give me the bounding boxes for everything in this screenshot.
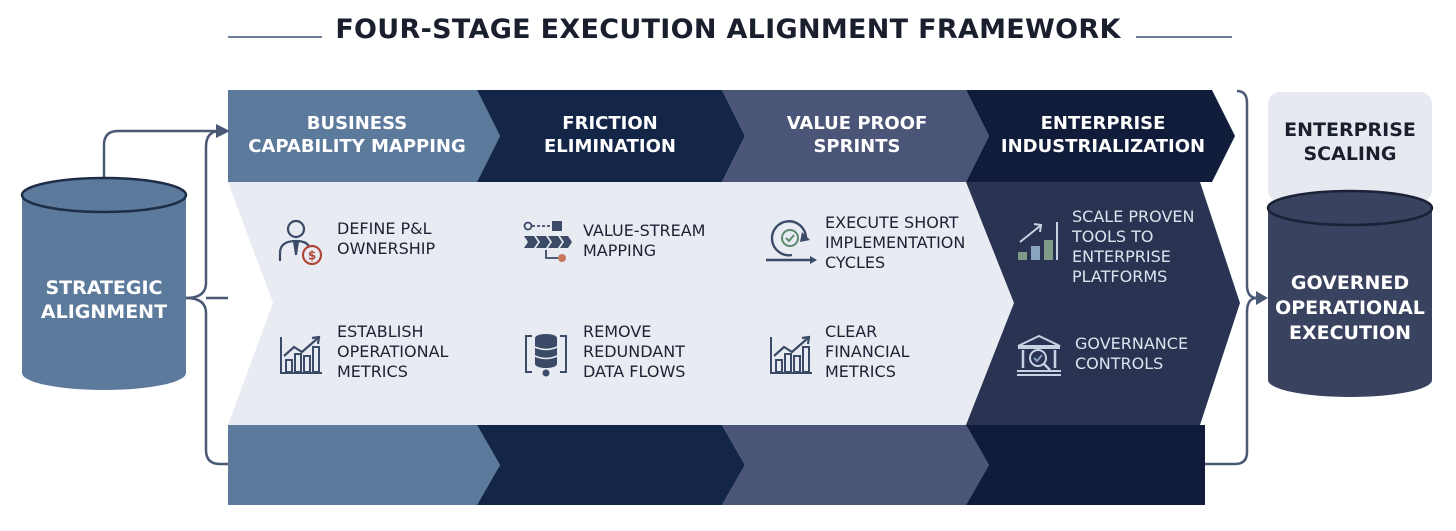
input-cylinder [20,176,188,390]
output-column [1266,92,1434,397]
diagram-title: FOUR-STAGE EXECUTION ALIGNMENT FRAMEWORK [335,14,1121,45]
output-header: ENTERPRISE SCALING [1284,119,1416,165]
bar-chart-up-icon [280,335,322,374]
value-stream-icon [523,221,572,262]
stage-1-shape [228,90,525,505]
input-label: STRATEGIC ALIGNMENT [40,277,168,323]
input-arrowhead [216,124,230,138]
output-label: GOVERNED OPERATIONAL EXECUTION [1275,271,1425,344]
scale-up-chart-icon [1018,222,1058,260]
sprint-cycle-icon [766,220,817,264]
svg-text:$: $ [308,249,316,263]
output-connector [1205,89,1258,466]
governance-building-icon [1017,334,1061,376]
database-cycle-icon [525,334,567,377]
bar-chart-up-icon [770,335,812,374]
input-connector [102,129,228,466]
output-arrowhead [1256,291,1268,305]
person-dollar-icon: $ [278,219,323,265]
